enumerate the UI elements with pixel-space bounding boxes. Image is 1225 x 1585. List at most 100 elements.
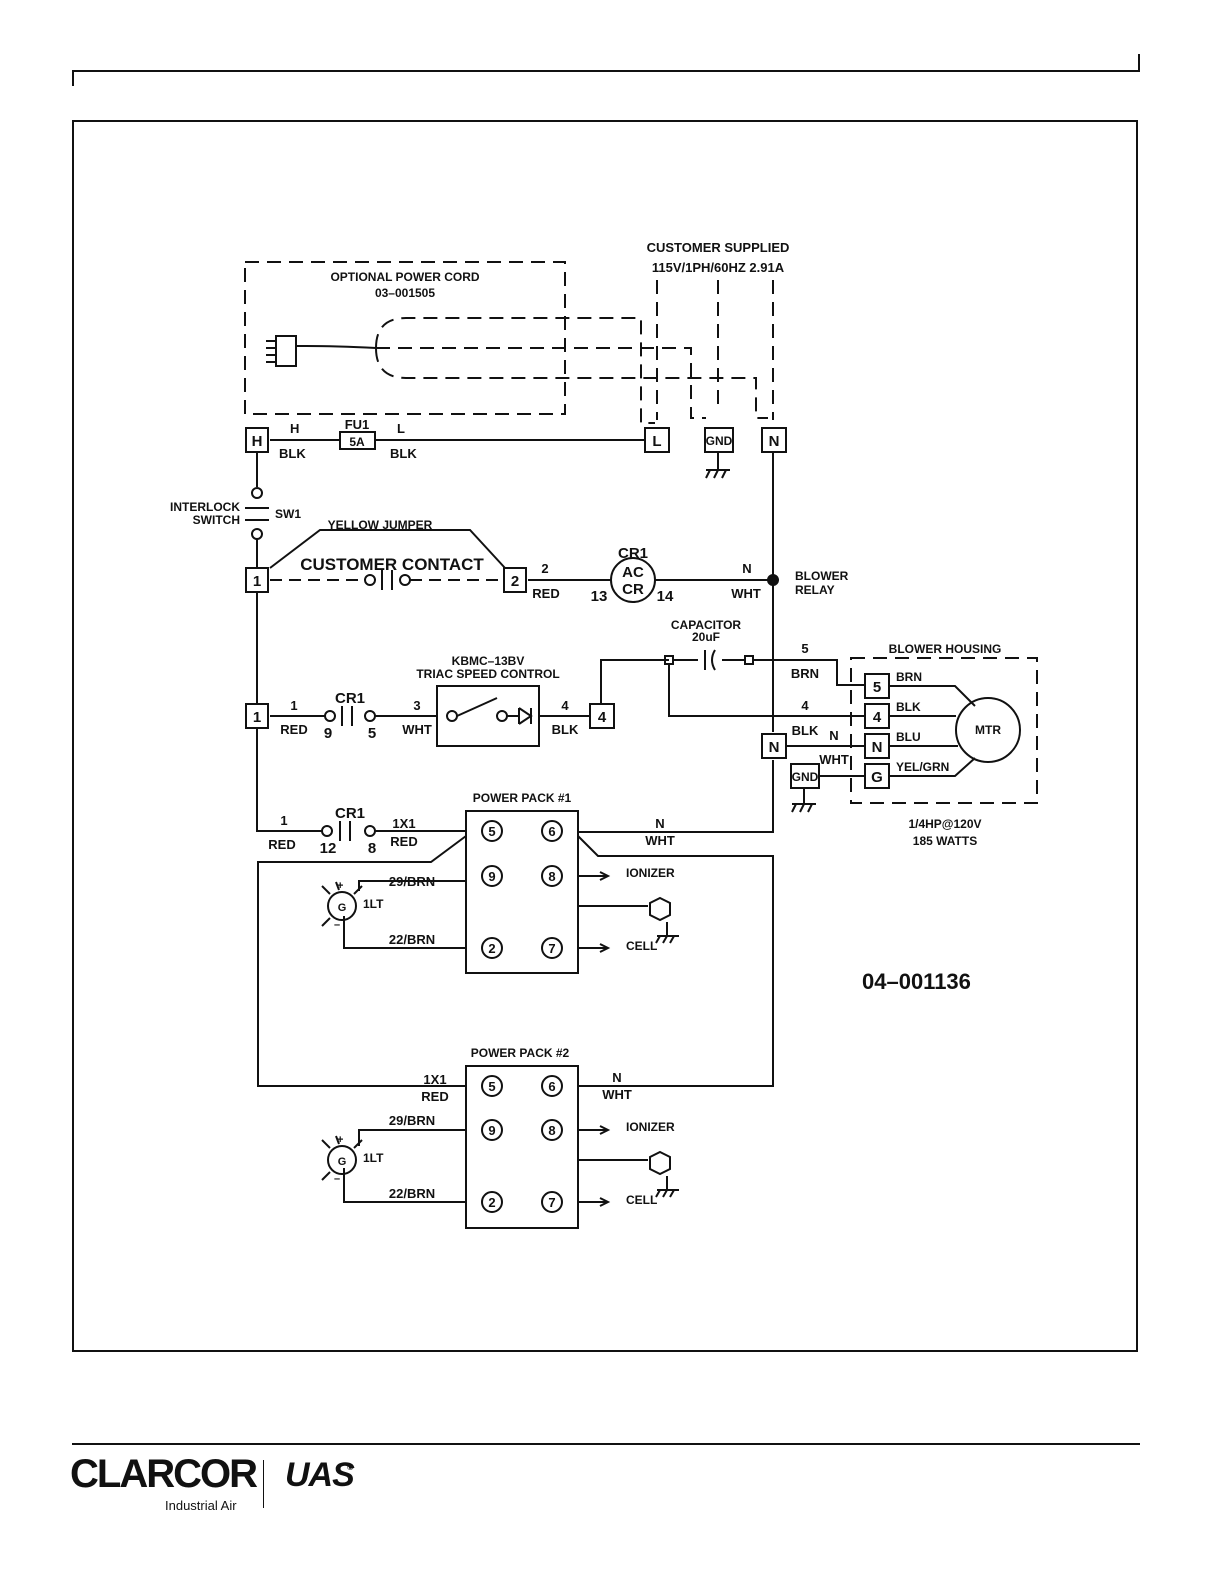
wire-29-2: 29/BRN xyxy=(389,1113,435,1128)
pp2-pin5: 5 xyxy=(488,1079,495,1094)
terminal-2 xyxy=(503,567,527,593)
ionizer-label-2: IONIZER xyxy=(626,1120,675,1134)
wire-3: 3 xyxy=(413,698,420,713)
power-pack-2-label: POWER PACK #2 xyxy=(471,1046,570,1060)
power-pack-2 xyxy=(465,1065,579,1229)
power-pack-1 xyxy=(465,810,579,974)
lamp-minus-1: – xyxy=(334,919,340,931)
interlock-label-2: SWITCH xyxy=(193,513,240,527)
cr1-pin5: 5 xyxy=(368,725,376,742)
terminal-GND xyxy=(704,427,734,453)
wire-red-1: RED xyxy=(532,586,559,601)
wire-wht-5: WHT xyxy=(602,1087,632,1102)
cr1-coil xyxy=(610,557,656,603)
term-G: G xyxy=(871,769,883,786)
fuse-body xyxy=(339,431,376,450)
wire-blk-4: BLK xyxy=(896,700,921,714)
wire-red-3: RED xyxy=(268,837,295,852)
fuse-name: FU1 xyxy=(345,417,370,432)
cr1-pin9: 9 xyxy=(324,725,332,742)
cr1-pin12: 12 xyxy=(320,840,337,857)
term-L: L xyxy=(652,433,661,450)
supply-rating: 115V/1PH/60HZ 2.91A xyxy=(652,260,785,275)
supply-title: CUSTOMER SUPPLIED xyxy=(647,240,790,255)
pp1-pin5: 5 xyxy=(488,824,495,839)
blower-housing-box xyxy=(850,657,1038,804)
pp1-pin2: 2 xyxy=(488,941,495,956)
terminal-L xyxy=(644,427,670,453)
uas-logo: UAS xyxy=(285,1456,355,1494)
lamp-label-1: 1LT xyxy=(363,897,384,911)
term-N3: N xyxy=(872,739,883,756)
registered-mark: ® xyxy=(347,1462,354,1472)
yellow-jumper-label: YELLOW JUMPER xyxy=(328,518,433,532)
wire-5: 5 xyxy=(801,641,808,656)
terminal-1a xyxy=(245,567,269,593)
motor-watts: 185 WATTS xyxy=(913,834,977,848)
triac-label: TRIAC SPEED CONTROL xyxy=(416,667,559,681)
term-N2: N xyxy=(769,739,780,756)
wire-22-1: 22/BRN xyxy=(389,932,435,947)
pp2-pin2: 2 xyxy=(488,1195,495,1210)
lamp-g-1: G xyxy=(338,902,347,914)
capacitor-value: 20uF xyxy=(692,630,720,644)
motor-hp: 1/4HP@120V xyxy=(908,817,981,831)
wire-22-2: 22/BRN xyxy=(389,1186,435,1201)
pp1-pin6: 6 xyxy=(548,824,555,839)
term-H: H xyxy=(252,433,263,450)
capacitor-label: CAPACITOR xyxy=(671,618,742,632)
pp1-pin9: 9 xyxy=(488,869,495,884)
pp1-pin7: 7 xyxy=(548,941,555,956)
sw1-label: SW1 xyxy=(275,507,301,521)
fuse-rating: 5A xyxy=(349,435,365,449)
header-rule-tick-right xyxy=(1138,54,1140,70)
wire-n-1: N xyxy=(742,561,751,576)
cell-label-2: CELL xyxy=(626,1193,657,1207)
power-cord-box xyxy=(244,261,566,415)
wire-1b: 1 xyxy=(280,813,287,828)
diagram-frame xyxy=(72,120,1138,1352)
header-rule-tick-left xyxy=(72,70,74,86)
lamp-label-2: 1LT xyxy=(363,1151,384,1165)
term-GND2: GND xyxy=(792,770,819,784)
lamp-plus-2: + xyxy=(337,1134,343,1146)
terminal-N2 xyxy=(761,733,787,759)
lamp-g-2: G xyxy=(338,1156,347,1168)
power-cord-title: OPTIONAL POWER CORD xyxy=(330,270,479,284)
kbmc-label: KBMC–13BV xyxy=(452,654,525,668)
term-N: N xyxy=(769,433,780,450)
blower-relay-node xyxy=(767,574,779,586)
triac-box xyxy=(436,685,540,747)
pp2-pin7: 7 xyxy=(548,1195,555,1210)
wire-H: H xyxy=(290,421,299,436)
wire-blk-1: BLK xyxy=(279,446,306,461)
term-5: 5 xyxy=(873,679,881,696)
pp2-pin6: 6 xyxy=(548,1079,555,1094)
cr1-ac: AC xyxy=(622,564,644,581)
wire-blu: BLU xyxy=(896,730,921,744)
wire-n-2: N xyxy=(829,728,838,743)
ground-icon-top xyxy=(705,452,730,479)
cr1-label: CR1 xyxy=(618,545,648,562)
wire-1x1-b: 1X1 xyxy=(423,1072,446,1087)
wire-wht-2: WHT xyxy=(819,752,849,767)
term-4: 4 xyxy=(598,709,607,726)
term-2: 2 xyxy=(511,573,519,590)
pp2-pin8: 8 xyxy=(548,1123,555,1138)
lamp-minus-2: – xyxy=(334,1173,340,1185)
term-GND: GND xyxy=(706,434,733,448)
logo-divider xyxy=(263,1460,264,1508)
terminal-N3 xyxy=(864,733,890,759)
wire-brn-2: BRN xyxy=(896,670,922,684)
wire-blk-2: BLK xyxy=(390,446,417,461)
wire-wht-1: WHT xyxy=(731,586,761,601)
motor-label: MTR xyxy=(975,723,1001,737)
pp2-pin9: 9 xyxy=(488,1123,495,1138)
term-1a: 1 xyxy=(253,573,261,590)
lamp-plus-1: + xyxy=(337,880,343,892)
interlock-label-1: INTERLOCK xyxy=(170,500,240,514)
header-rule xyxy=(72,70,1140,72)
blower-relay-label-1: BLOWER xyxy=(795,569,849,583)
cr1-cr: CR xyxy=(622,581,644,598)
